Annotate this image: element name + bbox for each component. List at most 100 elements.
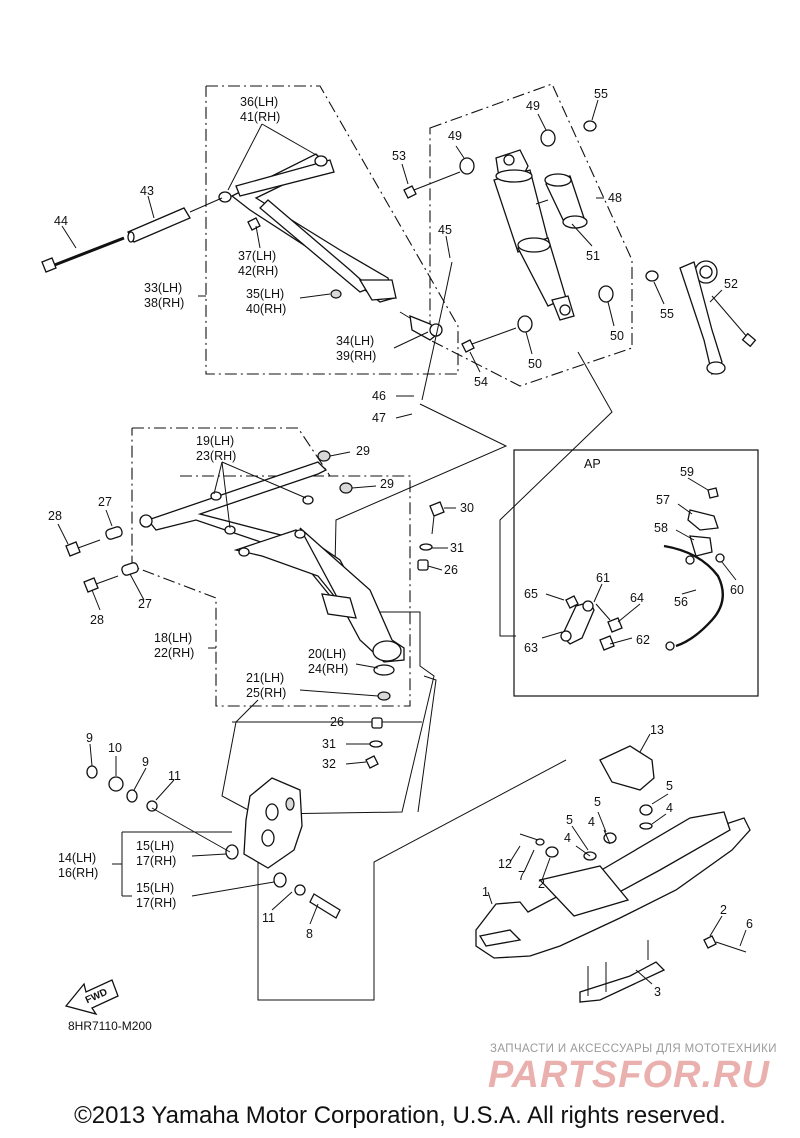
- callout-37: 37(LH): [238, 249, 276, 263]
- callout-10: 10: [108, 741, 122, 755]
- callout-24: 24(RH): [308, 662, 348, 676]
- shock-cover: [544, 173, 588, 229]
- lower-ball-joint-parts: [365, 501, 445, 769]
- callout-49b: 49: [526, 99, 540, 113]
- callout-9a: 9: [86, 731, 93, 745]
- callout-55a: 55: [594, 87, 608, 101]
- callout-30: 30: [460, 501, 474, 515]
- callout-26b: 26: [330, 715, 344, 729]
- callout-34: 34(LH): [336, 334, 374, 348]
- callout-39: 39(RH): [336, 349, 376, 363]
- callout-29a: 29: [356, 444, 370, 458]
- callout-49a: 49: [448, 129, 462, 143]
- callout-56: 56: [674, 595, 688, 609]
- callout-labels: 36(LH) 41(RH) 43 44 37(LH) 42(RH) 33(LH)…: [48, 87, 753, 999]
- callout-8: 8: [306, 927, 313, 941]
- callout-c4c: 4: [588, 815, 595, 829]
- callout-5c: 5: [594, 795, 601, 809]
- callout-4b: 4: [564, 831, 571, 845]
- callout-31a: 31: [450, 541, 464, 555]
- shock-bushings: [459, 120, 659, 333]
- callout-52: 52: [724, 277, 738, 291]
- callout-32: 32: [322, 757, 336, 771]
- ap-inset-parts: [560, 487, 725, 651]
- callout-11a: 11: [168, 769, 181, 783]
- callout-60: 60: [730, 583, 744, 597]
- lower-arm-bushings: [65, 450, 353, 593]
- callout-63: 63: [524, 641, 538, 655]
- callout-28a: 28: [48, 509, 62, 523]
- ap-inset-box: [513, 449, 759, 697]
- callout-2a: 2: [538, 877, 545, 891]
- ap-label: AP: [584, 457, 601, 471]
- lower-a-arm: [139, 461, 405, 663]
- callout-23: 23(RH): [196, 449, 236, 463]
- upper-arm-shaft: [127, 197, 223, 243]
- callout-46: 46: [372, 389, 386, 403]
- callout-65: 65: [524, 587, 538, 601]
- callout-38: 38(RH): [144, 296, 184, 310]
- callout-29b: 29: [380, 477, 394, 491]
- callout-55b: 55: [660, 307, 674, 321]
- callout-51: 51: [586, 249, 600, 263]
- callout-41: 41(RH): [240, 110, 280, 124]
- upper-a-arm: [218, 153, 397, 303]
- callout-47: 47: [372, 411, 386, 425]
- callout-13: 13: [650, 723, 664, 737]
- callout-27b: 27: [138, 597, 152, 611]
- callout-17a: 17(RH): [136, 854, 176, 868]
- callout-5b: 5: [566, 813, 573, 827]
- callout-44: 44: [54, 214, 68, 228]
- callout-17b: 17(RH): [136, 896, 176, 910]
- callout-leaders: [57, 99, 747, 985]
- callout-26a: 26: [444, 563, 458, 577]
- callout-22: 22(RH): [154, 646, 194, 660]
- callout-4a: 4: [666, 801, 673, 815]
- callout-54: 54: [474, 375, 488, 389]
- watermark-tagline: ЗАПЧАСТИ И АКСЕССУАРЫ ДЛЯ МОТОТЕХНИКИ: [490, 1043, 777, 1055]
- remote-adjuster: [679, 260, 757, 376]
- callout-28b: 28: [90, 613, 104, 627]
- callout-31b: 31: [322, 737, 336, 751]
- callout-45: 45: [438, 223, 452, 237]
- callout-7: 7: [518, 869, 525, 883]
- callout-12: 12: [498, 857, 512, 871]
- callout-15a: 15(LH): [136, 839, 174, 853]
- callout-14: 14(LH): [58, 851, 96, 865]
- callout-61: 61: [596, 571, 610, 585]
- callout-50b: 50: [610, 329, 624, 343]
- callout-33: 33(LH): [144, 281, 182, 295]
- copyright-notice: ©2013 Yamaha Motor Corporation, U.S.A. A…: [74, 1102, 726, 1129]
- watermark-logo: PARTSFOR.RU: [488, 1054, 770, 1096]
- upper-arm-group-frame: [205, 85, 459, 375]
- callout-58: 58: [654, 521, 668, 535]
- upper-arm-long-bolt: [41, 236, 125, 273]
- fwd-arrow: FWD: [64, 979, 119, 1016]
- callout-42: 42(RH): [238, 264, 278, 278]
- callout-19: 19(LH): [196, 434, 234, 448]
- ski-spindle: [243, 777, 303, 869]
- upper-arm-small-parts: [247, 217, 342, 299]
- callout-16: 16(RH): [58, 866, 98, 880]
- callout-53: 53: [392, 149, 406, 163]
- shock-absorber: [493, 149, 575, 321]
- callout-25: 25(RH): [246, 686, 286, 700]
- callout-64: 64: [630, 591, 644, 605]
- callout-5a: 5: [666, 779, 673, 793]
- callout-15b: 15(LH): [136, 881, 174, 895]
- callout-2b: 2: [720, 903, 727, 917]
- callout-36: 36(LH): [240, 95, 278, 109]
- diagram-code: 8HR7110-M200: [68, 1019, 152, 1033]
- callout-6: 6: [746, 917, 753, 931]
- upper-ball-joint: [399, 311, 443, 341]
- ski-hardware: [519, 745, 747, 953]
- ski: [475, 811, 751, 1003]
- connector-lines: [221, 351, 613, 1001]
- callout-3: 3: [654, 985, 661, 999]
- callout-11b: 11: [262, 911, 275, 925]
- callout-27a: 27: [98, 495, 112, 509]
- callout-20: 20(LH): [308, 647, 346, 661]
- callout-57: 57: [656, 493, 670, 507]
- callout-50a: 50: [528, 357, 542, 371]
